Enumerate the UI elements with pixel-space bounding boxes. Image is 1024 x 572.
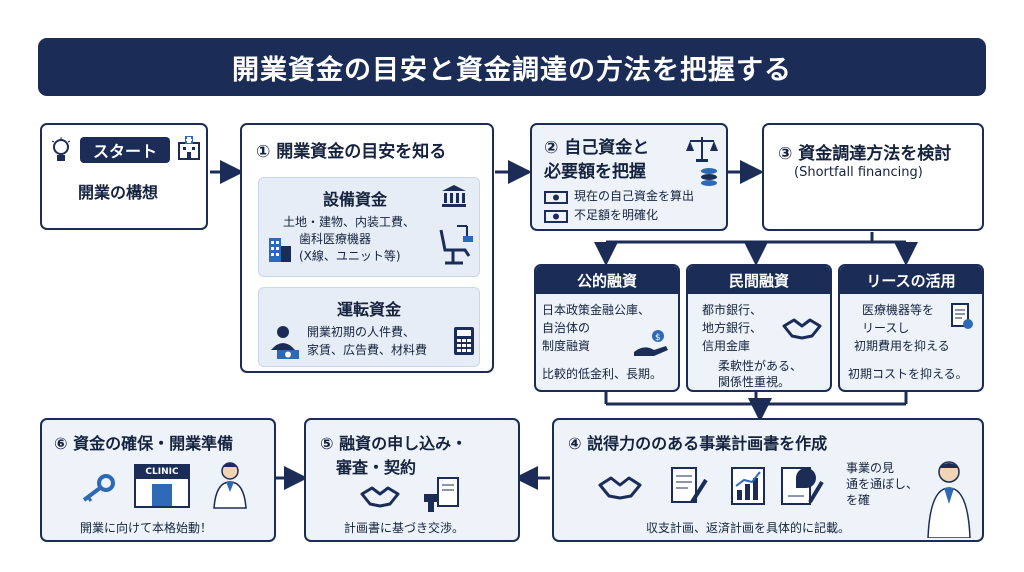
private-note2: 関係性重視。 bbox=[718, 375, 791, 389]
equipment-line1: 土地・建物、内装工費、 bbox=[283, 215, 416, 229]
step4-box: ④ 説得力ののある事業計画書を作成 事業の見 通を通ぼし、 を確 収支計画、返済… bbox=[552, 418, 984, 542]
step4-speech3: を確 bbox=[846, 493, 871, 507]
public-note: 比較的低金利、長期。 bbox=[542, 367, 663, 381]
calculator-icon bbox=[453, 326, 475, 356]
step1-box: ① 開業資金の目安を知る 設備資金 土地・建物、内装工費、 歯科医療機器 (X線… bbox=[240, 123, 494, 373]
handshake-icon-2 bbox=[360, 484, 400, 510]
bank-icon bbox=[441, 184, 467, 208]
start-box: スタート 開業の構想 bbox=[40, 123, 208, 230]
step5-title-line2: 審査・契約 bbox=[336, 458, 417, 477]
equipment-line3: (X線、ユニット等) bbox=[299, 249, 401, 263]
page-title: 開業資金の目安と資金調達の方法を把握する bbox=[38, 38, 986, 96]
building-icon bbox=[267, 234, 293, 264]
handshake-icon bbox=[782, 316, 822, 342]
step4-speech2: 通を通ぼし、 bbox=[846, 477, 919, 491]
lease-title: リースの活用 bbox=[840, 266, 982, 294]
public-line2: 自治体の bbox=[542, 321, 591, 335]
lease-line1: 医療機器等を bbox=[862, 303, 935, 317]
step3-box: ③ 資金調達方法を検討 (Shortfall financing) bbox=[762, 123, 984, 231]
step5-note: 計画書に基づき交渉。 bbox=[344, 521, 465, 535]
public-line1: 日本政策金融公庫、 bbox=[542, 303, 651, 317]
lease-line3: 初期費用を抑える bbox=[854, 339, 950, 353]
staff-money-icon bbox=[269, 324, 301, 360]
equipment-title: 設備資金 bbox=[323, 190, 388, 209]
step3-title: ③ 資金調達方法を検討 bbox=[778, 144, 952, 164]
lightbulb-icon bbox=[50, 137, 72, 165]
public-card: 公的融資 日本政策金融公庫、 自治体の 制度融資 $ 比較的低金利、長期。 bbox=[534, 264, 680, 392]
step4-note: 収支計画、返済計画を具体的に記載。 bbox=[646, 521, 851, 535]
coins-icon bbox=[698, 167, 720, 189]
contract-icon bbox=[950, 302, 974, 330]
money-icon bbox=[544, 191, 568, 204]
lease-card: リースの活用 医療機器等を リースし 初期費用を抑える 初期コストを抑える。 bbox=[838, 264, 984, 392]
operating-line1: 開業初期の人件費、 bbox=[307, 325, 416, 339]
operating-card: 運転資金 開業初期の人件費、 家賃、広告費、材料費 bbox=[258, 287, 480, 367]
private-card: 民間融資 都市銀行、 地方銀行、 信用金庫 柔軟性がある、 関係性重視。 bbox=[686, 264, 832, 392]
scale-icon bbox=[686, 135, 718, 163]
operating-line2: 家賃、広告費、材料費 bbox=[307, 343, 428, 357]
step2-title-line1: ② 自己資金と bbox=[544, 138, 650, 158]
step4-speech1: 事業の見 bbox=[846, 461, 895, 475]
step5-box: ⑤ 融資の申し込み・ 審査・契約 計画書に基づき交渉。 bbox=[304, 418, 520, 542]
public-title: 公的融資 bbox=[536, 266, 678, 294]
step2-item1: 現在の自己資金を算出 bbox=[574, 189, 695, 203]
bar-chart-icon bbox=[730, 466, 766, 506]
lease-line2: リースし bbox=[862, 321, 910, 335]
step6-box: ⑥ 資金の確保・開業準備 CLINIC 開業に向けて本格始動！ bbox=[40, 418, 276, 542]
presenter-doctor-icon bbox=[926, 458, 972, 538]
private-line1: 都市銀行、 bbox=[702, 303, 763, 317]
step1-title: ① 開業資金の目安を知る bbox=[256, 142, 447, 162]
money-icon-2 bbox=[544, 210, 568, 223]
stamp-document-icon bbox=[422, 476, 462, 516]
pie-document-icon bbox=[780, 466, 824, 506]
step2-title-line2: 必要額を把握 bbox=[544, 162, 646, 182]
private-line3: 信用金庫 bbox=[702, 339, 751, 353]
lease-note: 初期コストを抑える。 bbox=[848, 367, 968, 381]
step4-title: ④ 説得力ののある事業計画書を作成 bbox=[568, 434, 828, 453]
step5-title-line1: ⑤ 融資の申し込み・ bbox=[320, 434, 468, 453]
start-tag: スタート bbox=[80, 137, 170, 163]
private-title: 民間融資 bbox=[688, 266, 830, 294]
clinic-building: CLINIC bbox=[134, 464, 190, 508]
handshake-icon-3 bbox=[598, 474, 642, 502]
hospital-icon bbox=[177, 135, 201, 161]
step2-item2: 不足額を明確化 bbox=[574, 208, 659, 222]
svg-text:$: $ bbox=[655, 333, 661, 343]
equipment-card: 設備資金 土地・建物、内装工費、 歯科医療機器 (X線、ユニット等) bbox=[258, 177, 480, 277]
step6-title: ⑥ 資金の確保・開業準備 bbox=[54, 434, 234, 453]
start-label: 開業の構想 bbox=[78, 183, 159, 202]
clinic-door bbox=[152, 484, 172, 506]
doctor-icon bbox=[212, 460, 248, 510]
operating-title: 運転資金 bbox=[337, 300, 402, 319]
step3-subtitle: (Shortfall financing) bbox=[794, 165, 923, 180]
key-icon bbox=[80, 474, 116, 504]
step6-note: 開業に向けて本格始動！ bbox=[80, 521, 213, 535]
private-note1: 柔軟性がある、 bbox=[718, 359, 803, 373]
dental-chair-icon bbox=[435, 222, 475, 266]
clinic-sign: CLINIC bbox=[136, 466, 188, 479]
step2-box: ② 自己資金と 必要額を把握 現在の自己資金を算出 不足額を明確化 bbox=[530, 123, 728, 231]
public-line3: 制度融資 bbox=[542, 339, 591, 353]
private-line2: 地方銀行、 bbox=[702, 321, 763, 335]
equipment-line2: 歯科医療機器 bbox=[299, 232, 372, 246]
document-pen-icon bbox=[668, 466, 708, 506]
hand-coin-icon: $ bbox=[632, 328, 670, 358]
